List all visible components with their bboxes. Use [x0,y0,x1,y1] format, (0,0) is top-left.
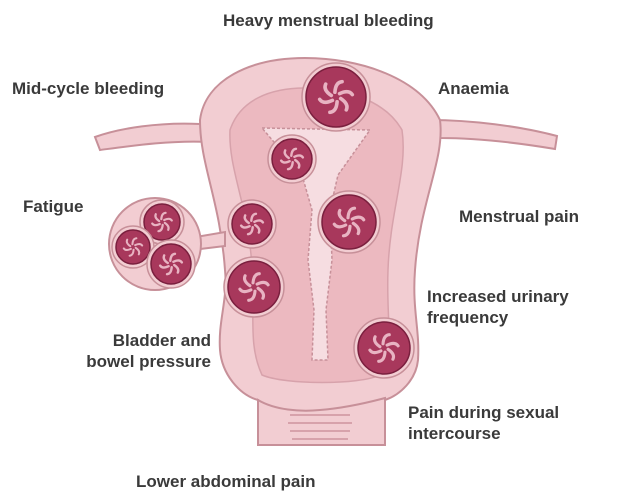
label-anaemia: Anaemia [438,78,509,99]
fibroid-subserosal-right-icon [354,318,414,378]
label-sexual-line2: intercourse [408,423,559,444]
label-increased-urinary-frequency: Increased urinary frequency [427,286,569,328]
label-sexual-line1: Pain during sexual [408,402,559,423]
label-fatigue: Fatigue [23,196,83,217]
fibroid-intramural-right-icon [318,191,380,253]
right-fallopian-tube [430,120,557,149]
fibroid-cluster-bottom-icon [147,240,195,288]
fibroid-subserosal-top-icon [302,63,370,131]
fibroid-cavity-top-icon [268,135,316,183]
label-bladder-bowel-pressure: Bladder and bowel pressure [52,330,211,372]
left-fallopian-tube [95,124,210,150]
label-bladder-line1: Bladder and [52,330,211,351]
label-urinary-line2: frequency [427,307,569,328]
label-menstrual-pain: Menstrual pain [459,206,579,227]
label-heavy-menstrual-bleeding: Heavy menstrual bleeding [223,10,434,31]
label-mid-cycle-bleeding: Mid-cycle bleeding [12,78,164,99]
label-pain-during-sexual-intercourse: Pain during sexual intercourse [408,402,559,444]
fibroid-submucosal-left-icon [224,257,284,317]
label-urinary-line1: Increased urinary [427,286,569,307]
label-lower-abdominal-pain: Lower abdominal pain [136,471,315,492]
fibroid-intramural-left-icon [228,200,276,248]
label-bladder-line2: bowel pressure [52,351,211,372]
